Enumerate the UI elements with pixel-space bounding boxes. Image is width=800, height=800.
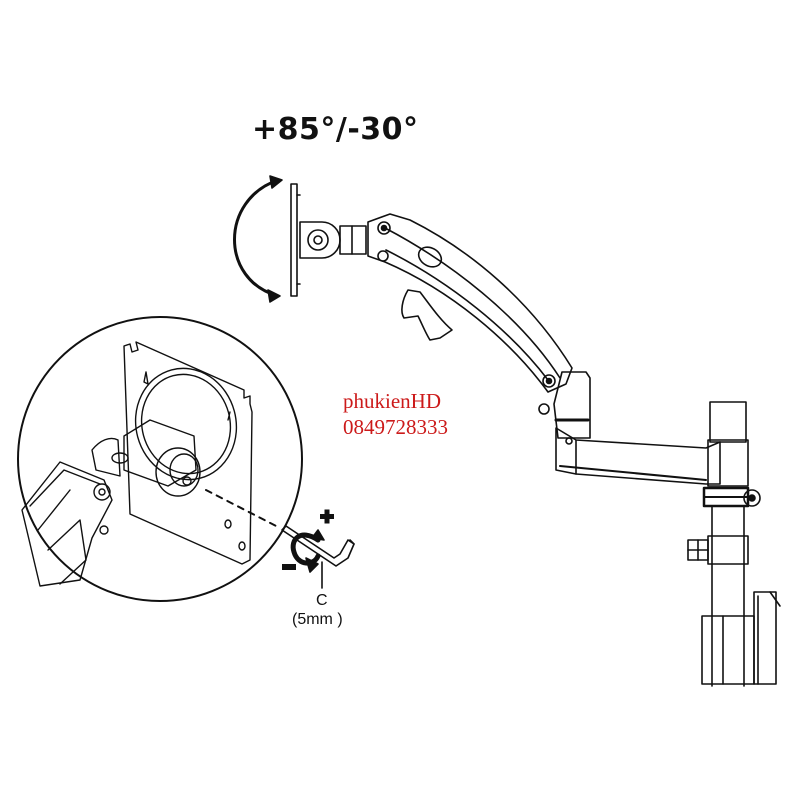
vesa-plate-detail [123,341,253,565]
minus-icon [282,564,296,570]
tool-callout-size: (5mm ) [292,611,343,628]
tilt-range-label: +85°/-30° [252,112,419,147]
arm-detail [21,461,113,587]
elbow-joint [553,371,591,439]
alignment-dashed-line [205,489,281,529]
vesa-plate-side [290,183,301,297]
rotate-arrow-icon [290,529,325,573]
tool-callout-label: C [316,592,328,609]
desk-clamp [701,591,781,685]
tilt-head-detail [91,419,201,497]
tilt-head [299,221,367,259]
lower-arm [555,427,721,485]
watermark-phone: 0849728333 [343,415,448,439]
upper-arm [367,213,573,415]
detail-magnifier-circle [17,316,303,602]
watermark-brand: phukienHD [343,389,441,413]
plus-icon [320,509,334,524]
tilt-arrow-icon [233,175,283,303]
pole [687,401,761,687]
